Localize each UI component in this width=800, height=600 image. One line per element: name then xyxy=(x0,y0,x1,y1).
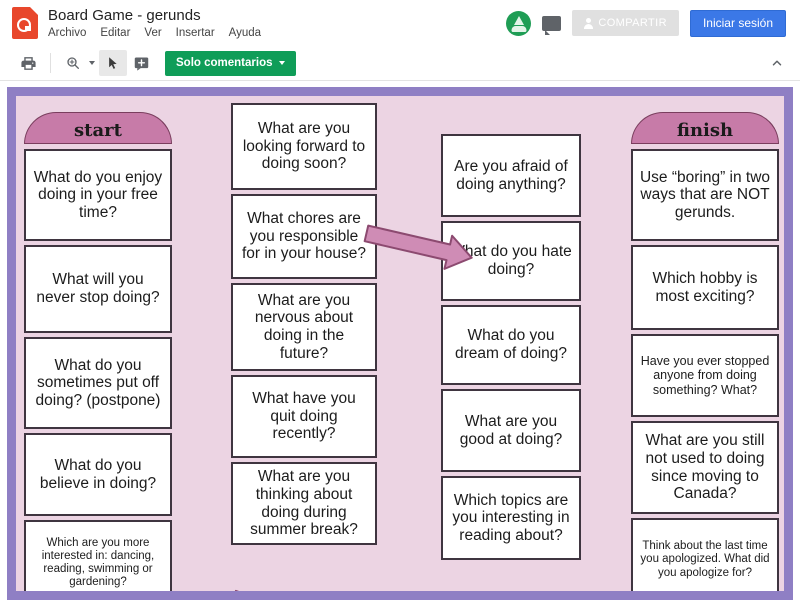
card-1-3[interactable]: What do you sometimes put off doing? (po… xyxy=(24,337,172,429)
comment-mode-label: Solo comentarios xyxy=(176,57,273,69)
board-column-1: start What do you enjoy doing in your fr… xyxy=(24,112,172,591)
menu-editar[interactable]: Editar xyxy=(100,26,131,39)
card-3-1[interactable]: Are you afraid of doing anything? xyxy=(441,134,581,217)
card-4-1[interactable]: Use “boring” in two ways that are NOT ge… xyxy=(631,149,779,241)
card-2-3[interactable]: What are you nervous about doing in the … xyxy=(231,283,377,371)
card-4-4[interactable]: What are you still not used to doing sin… xyxy=(631,421,779,514)
card-2-4[interactable]: What have you quit doing recently? xyxy=(231,375,377,458)
slides-doc-icon xyxy=(12,7,38,39)
toolbar-divider-1 xyxy=(50,53,51,73)
page-title[interactable]: Board Game - gerunds xyxy=(48,6,201,24)
card-3-3[interactable]: What do you dream of doing? xyxy=(441,305,581,385)
menu-ver[interactable]: Ver xyxy=(144,26,162,39)
card-2-1[interactable]: What are you looking forward to doing so… xyxy=(231,103,377,190)
card-3-2[interactable]: What do you hate doing? xyxy=(441,221,581,301)
add-comment-icon[interactable] xyxy=(127,50,155,76)
card-1-5[interactable]: Which are you more interested in: dancin… xyxy=(24,520,172,591)
comment-mode-button[interactable]: Solo comentarios xyxy=(165,50,296,76)
board-column-3: Are you afraid of doing anything? What d… xyxy=(441,134,581,560)
card-1-2[interactable]: What will you never stop doing? xyxy=(24,245,172,333)
print-icon[interactable] xyxy=(14,50,42,76)
user-avatar-icon[interactable] xyxy=(506,10,532,36)
slide-stage: start What do you enjoy doing in your fr… xyxy=(0,81,800,600)
card-4-2[interactable]: Which hobby is most exciting? xyxy=(631,245,779,330)
title-block: Board Game - gerunds Archivo Editar Ver … xyxy=(48,7,261,40)
menu-bar: Archivo Editar Ver Insertar Ayuda xyxy=(48,26,261,40)
start-banner: start xyxy=(24,112,172,144)
collapse-toolbar-button[interactable] xyxy=(762,50,792,76)
menu-ayuda[interactable]: Ayuda xyxy=(228,26,262,39)
card-3-4[interactable]: What are you good at doing? xyxy=(441,389,581,472)
share-button-label: COMPARTIR xyxy=(598,17,667,29)
card-1-1[interactable]: What do you enjoy doing in your free tim… xyxy=(24,149,172,241)
signin-button-label: Iniciar sesión xyxy=(702,16,773,30)
comment-icon[interactable] xyxy=(542,15,562,35)
card-1-4[interactable]: What do you believe in doing? xyxy=(24,433,172,516)
finish-banner: finish xyxy=(631,112,779,144)
comment-mode-chevron-down-icon xyxy=(278,61,285,65)
header-actions: COMPARTIR Iniciar sesión xyxy=(506,9,790,37)
card-2-5[interactable]: What are you thinking about doing during… xyxy=(231,462,377,545)
card-3-5[interactable]: Which topics are you interesting in read… xyxy=(441,476,581,560)
menu-archivo[interactable]: Archivo xyxy=(48,26,87,39)
board-column-4: finish Use “boring” in two ways that are… xyxy=(631,112,779,591)
toolbar: Solo comentarios xyxy=(0,46,800,81)
person-icon xyxy=(584,17,594,29)
zoom-dropdown-chevron-down-icon[interactable] xyxy=(89,61,95,65)
card-2-2[interactable]: What chores are you responsible for in y… xyxy=(231,194,377,279)
card-4-5[interactable]: Think about the last time you apologized… xyxy=(631,518,779,591)
board-column-2: What are you looking forward to doing so… xyxy=(231,103,377,545)
app-header: Board Game - gerunds Archivo Editar Ver … xyxy=(0,0,800,46)
slide-canvas[interactable]: start What do you enjoy doing in your fr… xyxy=(7,87,793,600)
zoom-icon[interactable] xyxy=(59,50,87,76)
share-button[interactable]: COMPARTIR xyxy=(572,10,679,36)
card-4-3[interactable]: Have you ever stopped anyone from doing … xyxy=(631,334,779,417)
signin-button[interactable]: Iniciar sesión xyxy=(689,9,786,37)
menu-insertar[interactable]: Insertar xyxy=(175,26,215,39)
cursor-select-icon[interactable] xyxy=(99,50,127,76)
